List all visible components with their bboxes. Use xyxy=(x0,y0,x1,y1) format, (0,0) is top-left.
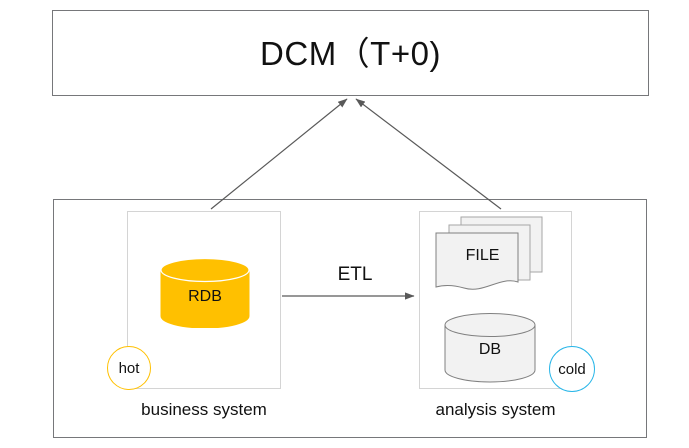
analysis-system-caption: analysis system xyxy=(435,400,556,419)
hot-badge: hot xyxy=(107,346,151,390)
dcm-box: DCM（T+0) xyxy=(52,10,649,96)
file-stack-icon xyxy=(435,216,543,290)
cold-badge-label: cold xyxy=(558,360,586,378)
cold-badge: cold xyxy=(549,346,595,392)
dcm-title: DCM（T+0) xyxy=(260,34,441,72)
business-to-dcm-arrow xyxy=(210,98,348,210)
hot-badge-label: hot xyxy=(118,359,140,377)
analysis-system-inner-box xyxy=(419,211,572,389)
business-system-caption: business system xyxy=(141,400,267,419)
systems-container-box xyxy=(53,199,647,438)
business-system-inner-box xyxy=(127,211,281,389)
db-cylinder-icon xyxy=(444,313,536,383)
etl-label: ETL xyxy=(337,264,373,285)
rdb-cylinder-icon xyxy=(160,258,250,328)
analysis-to-dcm-arrow xyxy=(355,98,502,210)
